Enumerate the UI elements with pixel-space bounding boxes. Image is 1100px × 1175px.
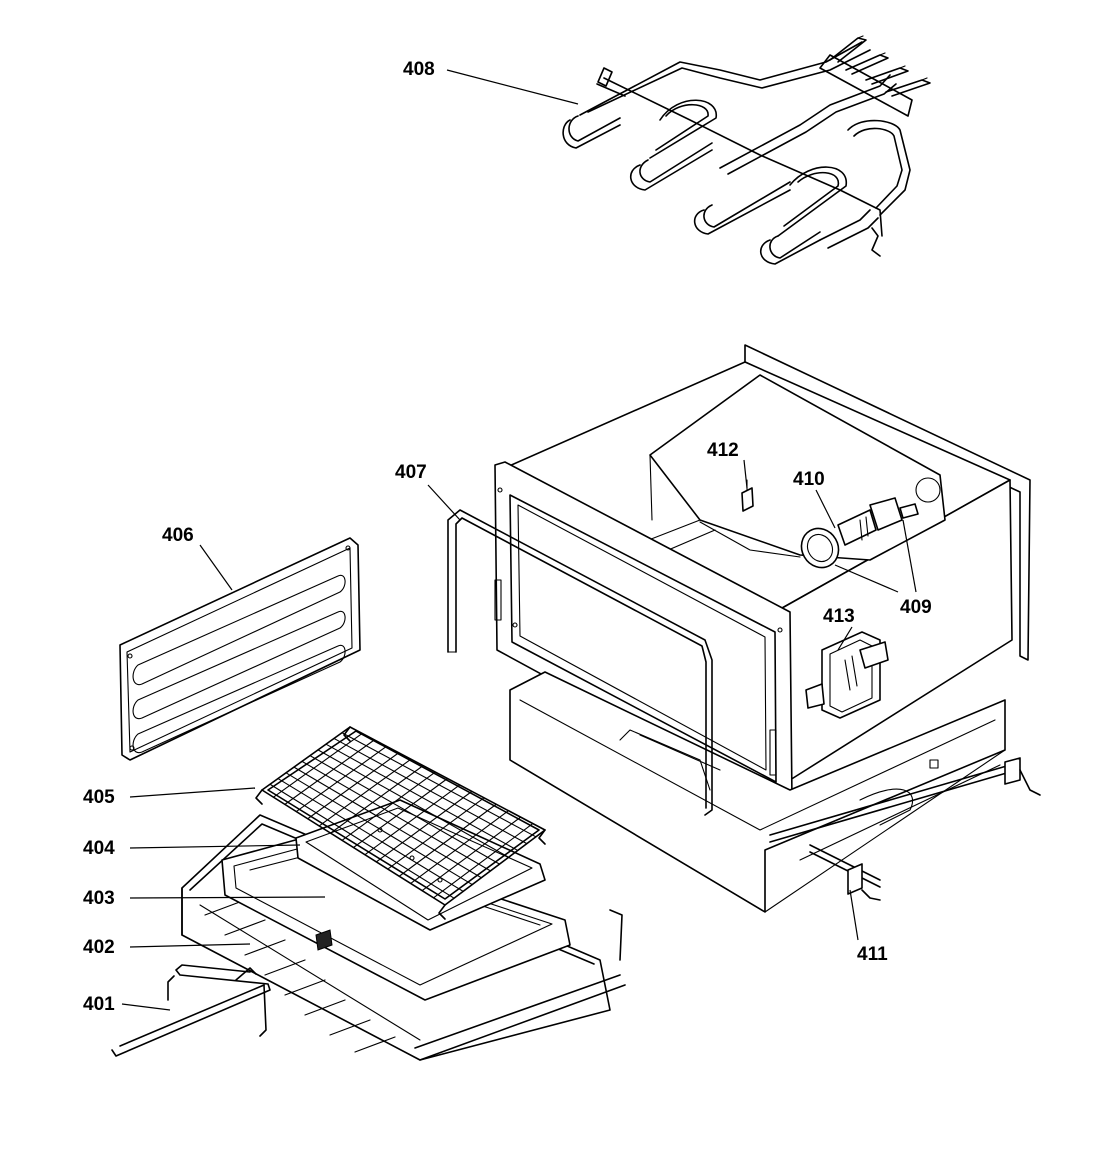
grill-heating-element bbox=[562, 35, 931, 265]
label-404: 404 bbox=[83, 838, 115, 859]
label-409: 409 bbox=[900, 597, 932, 618]
thermostat-413 bbox=[805, 631, 889, 719]
label-407: 407 bbox=[395, 462, 427, 483]
lamp-holder-412 bbox=[741, 479, 754, 512]
oven-cavity bbox=[494, 344, 1031, 913]
label-410: 410 bbox=[793, 469, 825, 490]
part-labels: 408 406 407 412 410 409 413 411 405 404 … bbox=[83, 59, 932, 1015]
rod-bracket-411 bbox=[769, 757, 1041, 901]
label-408: 408 bbox=[403, 59, 435, 80]
label-403: 403 bbox=[83, 888, 115, 909]
label-412: 412 bbox=[707, 440, 739, 461]
leader-lines bbox=[121, 69, 917, 1011]
label-405: 405 bbox=[83, 787, 115, 808]
oven-lamp-assembly bbox=[800, 497, 919, 569]
shelf-hook-401 bbox=[111, 964, 271, 1057]
door-seal-gasket bbox=[447, 509, 713, 816]
label-406: 406 bbox=[162, 525, 194, 546]
label-411: 411 bbox=[857, 944, 888, 965]
label-413: 413 bbox=[823, 606, 855, 627]
label-401: 401 bbox=[83, 994, 115, 1015]
oven-back-panel bbox=[119, 537, 361, 761]
wire-shelf-405 bbox=[255, 726, 546, 920]
label-402: 402 bbox=[83, 937, 115, 958]
